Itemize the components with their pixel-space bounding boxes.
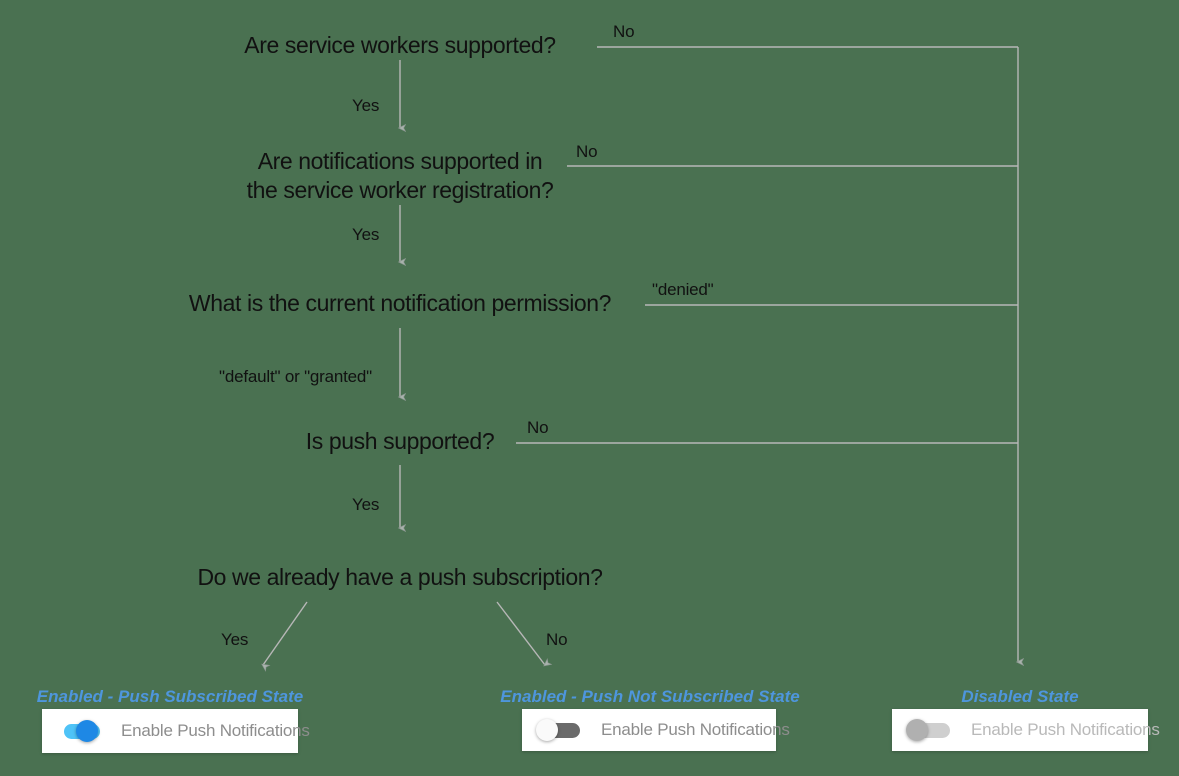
node-label: Is push supported? — [305, 428, 495, 454]
toggle-knob — [906, 719, 928, 741]
state-label-text: Enabled - Push Not Subscribed State — [500, 687, 800, 706]
card-disabled[interactable]: Enable Push Notifications — [892, 709, 1160, 751]
push-notifications-toggle-off[interactable] — [536, 719, 581, 741]
edge-label-permission-denied: "denied" — [652, 280, 714, 300]
card-label: Enable Push Notifications — [601, 720, 790, 739]
card-enabled-push-not-subscribed[interactable]: Enable Push Notifications — [522, 709, 790, 751]
edge-label-notifications-no: No — [576, 142, 598, 162]
node-label-line2: the service worker registration? — [246, 177, 554, 204]
state-label-enabled-push-not-subscribed: Enabled - Push Not Subscribed State — [475, 687, 825, 707]
state-label-text: Enabled - Push Subscribed State — [36, 687, 304, 706]
state-label-enabled-push-subscribed: Enabled - Push Subscribed State — [20, 687, 320, 707]
edge-label-notifications-yes: Yes — [352, 225, 379, 245]
edge-sub-no — [496, 601, 545, 665]
edge-label-subscription-yes: Yes — [221, 630, 248, 650]
edge-label-text: Yes — [221, 630, 249, 649]
node-label: Are service workers supported? — [244, 32, 556, 58]
edge-label-permission-default-granted: "default" or "granted" — [219, 367, 372, 387]
node-push-supported: Is push supported? — [0, 427, 800, 456]
toggle-knob — [536, 719, 558, 741]
node-label-line1: Are notifications supported in — [257, 148, 543, 174]
edge-label-text: No — [576, 142, 598, 161]
card-enabled-push-subscribed[interactable]: Enable Push Notifications — [42, 709, 310, 753]
push-notifications-toggle-disabled[interactable] — [906, 719, 951, 741]
node-label: Do we already have a push subscription? — [197, 564, 603, 590]
edge-label-text: Yes — [352, 225, 380, 244]
toggle-knob — [76, 720, 98, 742]
state-label-disabled: Disabled State — [895, 687, 1145, 707]
edge-label-sw-no: No — [613, 22, 635, 42]
state-label-text: Disabled State — [961, 687, 1079, 706]
node-notifications-supported: Are notifications supported in the servi… — [100, 147, 700, 206]
edge-label-text: No — [613, 22, 635, 41]
edge-label-push-yes: Yes — [352, 495, 379, 515]
edge-label-text: Yes — [352, 495, 380, 514]
card-label: Enable Push Notifications — [971, 720, 1160, 739]
edge-label-text: "default" or "granted" — [219, 367, 372, 386]
edge-sub-yes — [263, 601, 308, 665]
edge-label-text: No — [546, 630, 568, 649]
edge-label-subscription-no: No — [546, 630, 568, 650]
node-notification-permission: What is the current notification permiss… — [0, 289, 800, 318]
edge-label-push-no: No — [527, 418, 549, 438]
edge-label-text: "denied" — [652, 280, 714, 299]
push-notifications-toggle-on[interactable] — [56, 720, 101, 742]
node-service-workers-supported: Are service workers supported? — [0, 31, 800, 60]
edge-label-text: No — [527, 418, 549, 437]
node-label: What is the current notification permiss… — [188, 290, 612, 316]
node-have-push-subscription: Do we already have a push subscription? — [0, 563, 800, 592]
edge-label-sw-yes: Yes — [352, 96, 379, 116]
card-label: Enable Push Notifications — [121, 721, 310, 740]
edge-label-text: Yes — [352, 96, 380, 115]
